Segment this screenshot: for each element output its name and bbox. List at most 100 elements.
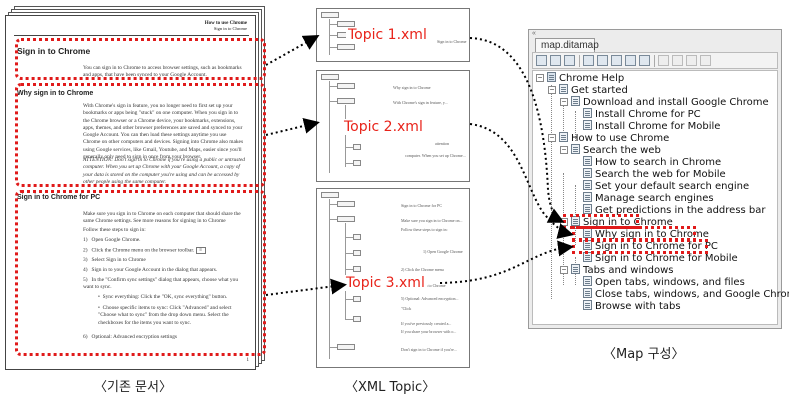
promote-icon[interactable] <box>686 55 697 66</box>
topic-icon <box>559 132 568 142</box>
expand-toggle[interactable]: − <box>548 133 556 142</box>
xml-topic-3-snippet-h: "Click <box>401 306 412 311</box>
map-node-search-web[interactable]: Search the web <box>571 144 661 157</box>
topic-2-label: Topic 2.xml <box>342 119 425 135</box>
section2-text: With Chrome's sign in feature, you no lo… <box>83 103 244 161</box>
map-node-label: Set your default search engine <box>595 181 750 192</box>
map-node-open-tabs[interactable]: Open tabs, windows, and files <box>583 276 745 289</box>
map-node-label: Install Chrome for Mobile <box>595 121 721 132</box>
step-3: 3) Select Sign in to Chrome <box>83 257 146 263</box>
xml-tree-line <box>329 101 337 102</box>
xml-topic-1-snippet: Sign in to Chrome <box>437 39 467 44</box>
map-highlight-sign-in-pc <box>572 239 708 254</box>
expand-toggle[interactable]: − <box>560 145 568 154</box>
panel-collapse-icon[interactable]: « <box>532 30 536 37</box>
toolbar-separator <box>654 55 655 67</box>
insert-topic-icon[interactable] <box>583 55 594 66</box>
xml-topic-2-snippet-a: Why sign in to Chrome <box>393 85 431 90</box>
expand-toggle[interactable]: − <box>560 265 568 274</box>
map-tree: − Chrome Help − Get started − Download a… <box>532 70 789 325</box>
map-node-manage-search[interactable]: Manage search engines <box>583 192 714 205</box>
map-node-browse-tabs[interactable]: Browse with tabs <box>583 300 681 313</box>
xml-tree-line <box>345 105 346 167</box>
xml-tree-line <box>345 269 353 270</box>
xml-node <box>321 192 339 198</box>
topic-icon <box>583 180 592 190</box>
open-icon[interactable] <box>550 55 561 66</box>
xml-node <box>337 44 355 50</box>
xml-tree-line <box>329 81 330 173</box>
map-node-label: Browse with tabs <box>595 301 681 312</box>
doc-header-title: How to use Chrome <box>204 21 247 26</box>
expand-toggle[interactable]: − <box>548 85 556 94</box>
arrow-doc-to-topic1 <box>265 35 320 66</box>
bullet-1: • Sync everything: Click the "OK, sync e… <box>98 294 228 300</box>
xml-topic-2-snippet-c: attention <box>435 141 449 146</box>
section3-follow: Follow these steps to sign in: <box>83 227 146 233</box>
step-2: 2) Click the Chrome menu on the browser … <box>83 247 245 255</box>
map-node-label: Open tabs, windows, and files <box>595 277 745 288</box>
map-node-predictions[interactable]: Get predictions in the address bar <box>583 204 766 217</box>
xml-node <box>337 21 355 27</box>
map-node-label: How to search in Chrome <box>595 157 722 168</box>
map-node-close-tabs[interactable]: Close tabs, windows, and Google Chrome <box>583 288 789 301</box>
topic-icon <box>583 108 592 118</box>
bullet-1-text: Sync everything: Click the "OK, sync eve… <box>102 294 228 300</box>
properties-icon[interactable] <box>639 55 650 66</box>
topic-icon <box>583 168 592 178</box>
section1-title: Sign in to Chrome <box>17 46 91 56</box>
xml-tree-line <box>329 199 330 359</box>
xml-node <box>337 83 355 89</box>
map-node-tabs-windows[interactable]: Tabs and windows <box>571 264 673 277</box>
caption-xml-topic: 〈XML Topic〉 <box>345 380 436 395</box>
arrow-doc-to-topic2 <box>265 118 320 136</box>
xml-node <box>353 250 361 256</box>
tree-guide <box>563 99 564 141</box>
expand-toggle[interactable]: − <box>536 73 544 82</box>
xml-topic-2-snippet-d: computer. When you set up Chrome... <box>405 153 466 158</box>
xml-tree-line <box>329 204 337 205</box>
xml-node <box>353 266 361 272</box>
tree-guide <box>575 111 576 141</box>
xml-topic-3-snippet-j: If you share your browser with o... <box>401 329 457 334</box>
chrome-menu-icon: ≡ <box>195 247 206 254</box>
caption-original-document: 〈기존 문서〉 <box>94 380 172 395</box>
map-node-search-mobile[interactable]: Search the web for Mobile <box>583 168 726 181</box>
xml-topic-3-snippet-g: 5) Optional: Advanced encryption... <box>401 296 459 301</box>
xml-tree-line <box>329 86 337 87</box>
topic-icon <box>583 156 592 166</box>
topic-icon <box>583 192 592 202</box>
xml-node <box>353 234 361 240</box>
xml-topic-3-snippet-d: 1) Open Google Chrome <box>423 249 463 254</box>
demote-icon[interactable] <box>700 55 711 66</box>
map-node-download-install[interactable]: Download and install Google Chrome <box>571 96 769 109</box>
insert-sibling-icon[interactable] <box>611 55 622 66</box>
section3-title: Sign in to Chrome for PC <box>17 194 101 201</box>
expand-toggle[interactable]: − <box>560 97 568 106</box>
map-node-label: Search the web <box>583 145 661 156</box>
xml-tree-line <box>329 19 330 55</box>
map-node-default-search[interactable]: Set your default search engine <box>583 180 749 193</box>
insert-child-icon[interactable] <box>597 55 608 66</box>
section2-attention: ATTENTION: Don't sign in to Chrome if yo… <box>83 157 245 185</box>
move-down-icon[interactable] <box>672 55 683 66</box>
xml-topic-3-snippet-e: 2) Click the Chrome menu <box>401 267 444 272</box>
map-node-how-to-search[interactable]: How to search in Chrome <box>583 156 721 169</box>
delete-icon[interactable] <box>625 55 636 66</box>
xml-node <box>321 74 339 80</box>
topic-icon <box>571 96 580 106</box>
step-2-text: Click the Chrome menu on the browser too… <box>91 247 195 254</box>
xml-tree-line <box>329 219 337 220</box>
map-node-install-pc[interactable]: Install Chrome for PC <box>583 108 701 121</box>
save-icon[interactable] <box>564 55 575 66</box>
move-up-icon[interactable] <box>658 55 669 66</box>
map-node-install-mobile[interactable]: Install Chrome for Mobile <box>583 120 720 133</box>
doc-header-rule <box>14 35 249 36</box>
tab-map-ditamap[interactable]: map.ditamap <box>535 38 599 52</box>
map-node-label: Why sign in to Chrome <box>595 229 709 240</box>
doc-highlight-section1 <box>15 38 266 80</box>
topic-icon <box>583 204 592 214</box>
new-map-icon[interactable] <box>536 55 547 66</box>
doc-highlight-section2 <box>15 83 266 187</box>
caption-map-structure: 〈Map 구성〉 <box>603 347 685 362</box>
